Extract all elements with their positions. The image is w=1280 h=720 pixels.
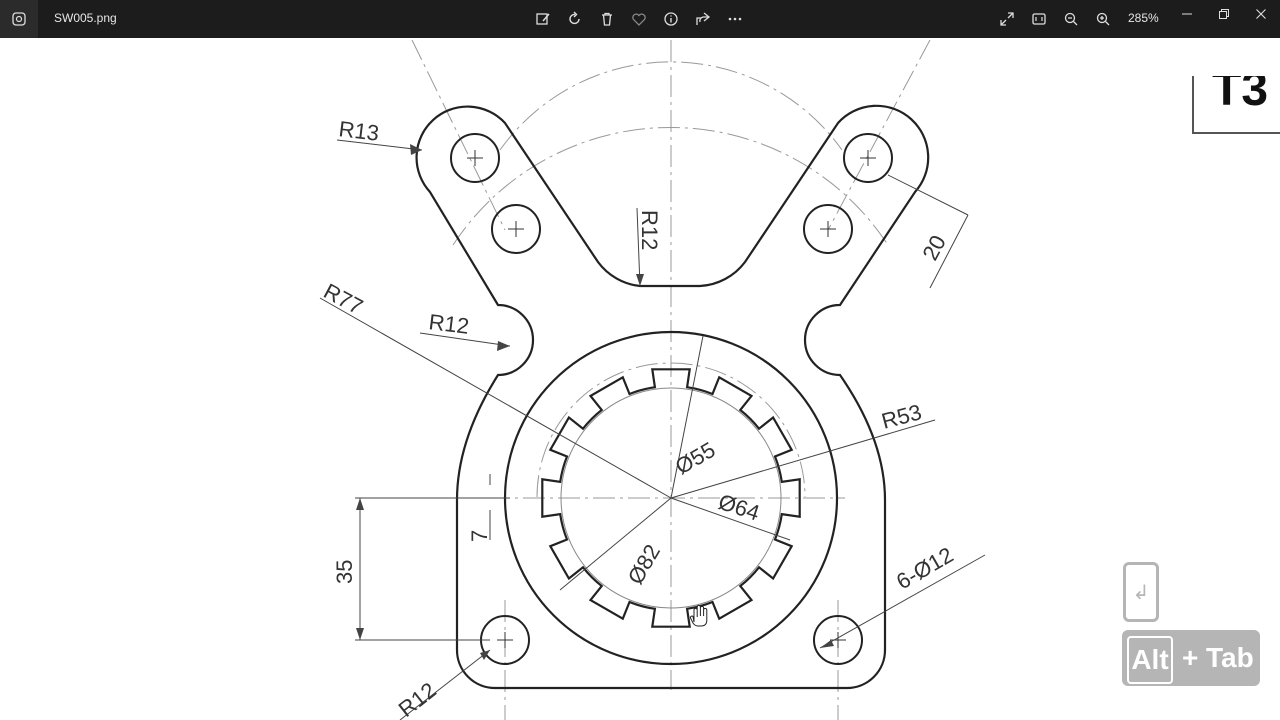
photos-app-icon[interactable] bbox=[0, 0, 38, 38]
dim-r12-bottom: R12 bbox=[394, 677, 441, 720]
dim-r53: R53 bbox=[879, 399, 924, 434]
alt-tab-overlay: Alt + Tab bbox=[1122, 630, 1260, 686]
fit-icon[interactable] bbox=[1029, 9, 1049, 29]
title-block-text: T3 bbox=[1212, 76, 1269, 116]
info-icon[interactable] bbox=[661, 9, 681, 29]
dim-r12-top: R12 bbox=[637, 210, 662, 250]
alt-key-label: Alt bbox=[1127, 636, 1173, 684]
close-icon[interactable] bbox=[1246, 4, 1276, 24]
dim-20: 20 bbox=[917, 231, 951, 264]
dim-r77: R77 bbox=[320, 278, 367, 319]
favorite-icon[interactable] bbox=[629, 9, 649, 29]
minimize-icon[interactable] bbox=[1172, 4, 1202, 24]
enter-key-hint: ↲ bbox=[1123, 562, 1159, 622]
dim-35: 35 bbox=[332, 560, 357, 584]
dim-r12-left: R12 bbox=[427, 309, 470, 339]
plus-label: + bbox=[1182, 642, 1199, 673]
title-bar: SW005.png 285% bbox=[0, 0, 1280, 38]
image-canvas[interactable]: R13 R12 20 R77 R12 R53 Ø55 Ø64 7 35 Ø82 … bbox=[0, 38, 1280, 720]
zoom-in-icon[interactable] bbox=[1093, 9, 1113, 29]
restore-icon[interactable] bbox=[1209, 4, 1239, 24]
edit-icon[interactable] bbox=[533, 9, 553, 29]
dim-phi55: Ø55 bbox=[671, 437, 720, 479]
tab-key-label: Tab bbox=[1206, 642, 1254, 673]
file-name: SW005.png bbox=[54, 11, 117, 25]
dim-6-phi12: 6-Ø12 bbox=[892, 542, 957, 594]
title-block: T3 bbox=[1192, 76, 1280, 134]
technical-drawing: R13 R12 20 R77 R12 R53 Ø55 Ø64 7 35 Ø82 … bbox=[320, 39, 986, 720]
rotate-icon[interactable] bbox=[565, 9, 585, 29]
share-icon[interactable] bbox=[693, 9, 713, 29]
dim-7: 7 bbox=[467, 530, 492, 542]
delete-icon[interactable] bbox=[597, 9, 617, 29]
dim-r13: R13 bbox=[337, 116, 380, 146]
zoom-level[interactable]: 285% bbox=[1128, 11, 1159, 25]
fullscreen-icon[interactable] bbox=[997, 9, 1017, 29]
dim-phi82: Ø82 bbox=[623, 540, 665, 589]
dim-phi64: Ø64 bbox=[715, 489, 762, 526]
hand-cursor-icon bbox=[689, 604, 708, 627]
more-icon[interactable] bbox=[725, 9, 745, 29]
zoom-out-icon[interactable] bbox=[1061, 9, 1081, 29]
